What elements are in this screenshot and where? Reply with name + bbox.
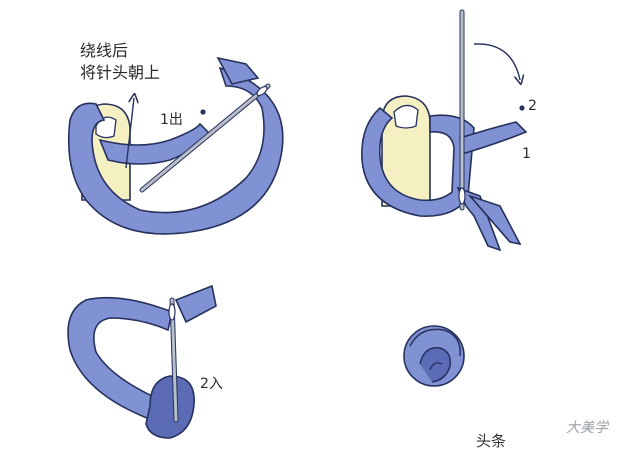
panel-1-caption-line1: 绕线后 [80,41,128,60]
panel-2-ribbon-ring [361,106,475,217]
panel-4-rose-fold-2 [419,347,452,383]
watermark-mark: 大美学 [566,420,610,436]
panel-2-ribbon-tail [456,186,502,252]
panel-2-ribbon-strand [459,121,528,156]
panel-1-point-dot [200,109,206,115]
watermark-platform: 头条 [476,432,506,450]
panel-1-point-label: 1出 [160,112,183,128]
panel-2-fingernail [393,104,419,129]
panel-1-ribbon-tail [216,56,260,85]
panel-1-up-arrow [125,98,134,169]
panel-2-point-1-label: 1 [522,146,531,162]
panel-3-insert-needle: 2入 [67,284,223,439]
watermark: 头条 大美学 [468,420,640,453]
panel-1-wrap-ribbon: 绕线后 将针头朝上 1出 [67,41,284,235]
panel-2-point-2-label: 2 [528,98,537,114]
panel-4-rose-fold-1 [409,328,461,357]
panel-2-point-2-dot [519,105,525,111]
panel-3-point-label: 2入 [200,376,223,392]
panel-3-ribbon-tail [174,284,217,324]
panel-1-caption-line2: 将针头朝上 [80,63,160,82]
panel-2-pull-through: 2 1 [361,9,537,252]
panel-2-curved-arrow [473,43,520,80]
panel-4-finished-rose [403,325,465,387]
panel-3-ribbon-curl [145,375,195,439]
panel-1-ribbon-loop [67,66,284,235]
